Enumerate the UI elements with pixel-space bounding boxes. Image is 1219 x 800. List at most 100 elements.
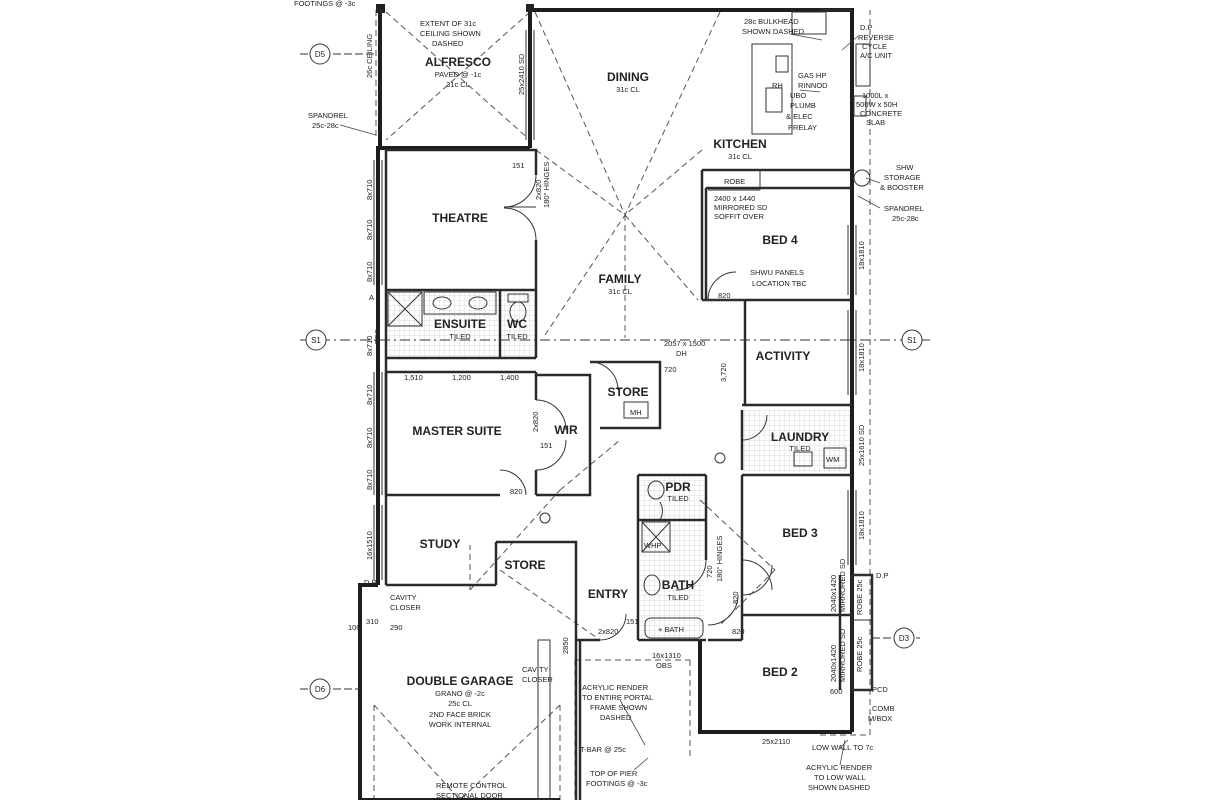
note-spandrel-left-1: SPANDREL <box>308 111 348 120</box>
note-bulkhead-2: SHOWN DASHED <box>742 27 805 36</box>
room-bath: BATH <box>662 578 694 592</box>
note-cavity-1: CAVITY <box>390 593 417 602</box>
note-window-l2: 8x710 <box>365 220 374 240</box>
note-dp-left: D.P <box>364 578 377 587</box>
note-pier-2: FOOTINGS @ -3c <box>586 779 648 788</box>
note-ceiling-extent-1: EXTENT OF 31c <box>420 19 476 28</box>
note-hinges-bath: 180° HINGES <box>715 536 724 582</box>
room-family: FAMILY <box>599 272 642 286</box>
marker-d6-label: D6 <box>315 685 326 694</box>
note-master-w1: 1,510 <box>404 373 423 382</box>
smoke-detector <box>539 512 551 524</box>
smoke-detector-2 <box>714 452 726 464</box>
note-shw-2: STORAGE <box>884 173 921 182</box>
bath-tiles <box>640 520 704 640</box>
marker-s1-right-label: S1 <box>907 336 917 345</box>
note-robe-bed3: ROBE 25c <box>855 579 864 615</box>
note-shwu-2: LOCATION TBC <box>752 279 807 288</box>
note-820-bed4: 820 <box>718 291 731 300</box>
room-store-2: STORE <box>504 558 545 572</box>
note-reverse-3: A/C UNIT <box>860 51 893 60</box>
note-window-l6: 8x710 <box>365 470 374 490</box>
note-820-bed2: 820 <box>732 627 745 636</box>
note-hinges-top: 180° HINGES <box>542 162 551 208</box>
note-cavity-4: CLOSER <box>522 675 553 684</box>
room-pdr: PDR <box>665 480 691 494</box>
note-low-wall: LOW WALL TO 7c <box>812 743 874 752</box>
note-render-right-3: SHOWN DASHED <box>808 783 871 792</box>
note-window-top: 25x2410 SD <box>517 53 526 95</box>
marker-d5-label: D5 <box>315 50 326 59</box>
note-render-right-2: TO LOW WALL <box>814 773 866 782</box>
note-mir-bed2-2: MIRRORED SD <box>838 628 847 682</box>
ac-unit <box>855 43 871 87</box>
note-wm: WM <box>826 455 839 464</box>
room-garage-note: GRANO @ -2c <box>435 689 485 698</box>
note-820-bed3: 820 <box>731 591 740 604</box>
note-door-2x820: 2x820 <box>534 180 543 200</box>
note-bath-tub: + BATH <box>658 625 684 634</box>
room-activity: ACTIVITY <box>756 349 811 363</box>
note-shw-3: & BOOSTER <box>880 183 924 192</box>
room-dining: DINING <box>607 70 649 84</box>
robe-bed3 <box>851 574 873 621</box>
room-family-ceiling: 31c CL <box>608 287 632 296</box>
note-pcd: PCD <box>872 685 888 694</box>
note-2850: 2850 <box>561 637 570 654</box>
note-remote-1: REMOTE CONTROL <box>436 781 507 790</box>
note-820-master: 820 <box>510 487 523 496</box>
note-spandrel-left-2: 25c-28c <box>312 121 339 130</box>
note-spandrel-right-2: 25c-28c <box>892 214 919 223</box>
room-wc: WC <box>507 317 527 331</box>
room-garage-note-2: 2ND FACE BRICK <box>429 710 491 719</box>
note-master-w2: 1,200 <box>452 373 471 382</box>
note-gas-4: PLUMB <box>790 101 816 110</box>
note-gas-5: & ELEC <box>786 112 813 121</box>
marker-s1-left <box>305 329 327 351</box>
note-whp: WHP <box>644 541 662 550</box>
note-3720: 3,720 <box>719 363 728 382</box>
note-window-la: A <box>369 293 374 302</box>
note-reverse-1: REVERSE <box>858 33 894 42</box>
note-mh: MH <box>630 408 642 417</box>
laundry-wm <box>823 447 847 469</box>
room-dining-ceiling: 31c CL <box>616 85 640 94</box>
note-mir-bed3-1: 2040x1420 <box>829 575 838 612</box>
room-laundry: LAUNDRY <box>771 430 829 444</box>
window-marks <box>373 30 857 580</box>
note-render-4: DASHED <box>600 713 632 722</box>
room-ensuite: ENSUITE <box>434 317 486 331</box>
laundry-tiles <box>742 410 850 472</box>
note-window-l8: 16x1510 <box>365 531 374 560</box>
garage-posts <box>537 639 551 800</box>
note-window-r4: 18x1810 <box>857 511 866 540</box>
marker-d6 <box>309 678 331 700</box>
room-kitchen-ceiling: 31c CL <box>728 152 752 161</box>
alfresco-posts <box>376 4 534 13</box>
room-master-suite: MASTER SUITE <box>412 424 501 438</box>
dashed-lines <box>373 10 871 800</box>
marker-d3-label: D3 <box>899 634 910 643</box>
kitchen-bench <box>751 43 793 135</box>
note-dp-right: D.P <box>876 571 889 580</box>
note-mir-bed2-1: 2040x1420 <box>829 645 838 682</box>
room-bed4: BED 4 <box>762 233 798 247</box>
note-dim-100: 100 <box>348 623 361 632</box>
note-comb-1: COMB <box>872 704 895 713</box>
note-mirror-1: 2400 x 1440 <box>714 194 755 203</box>
note-render-right-1: ACRYLIC RENDER <box>806 763 873 772</box>
door-swings <box>499 174 773 641</box>
room-laundry-note: TILED <box>789 444 811 453</box>
bath-toilet <box>643 574 661 596</box>
pdr-tiles <box>640 478 704 520</box>
marker-s1-right <box>901 329 923 351</box>
note-slab-3: CONCRETE <box>860 109 902 118</box>
note-render-1: ACRYLIC RENDER <box>582 683 649 692</box>
note-shw-1: SHW <box>896 163 914 172</box>
note-window-l5: 8x710 <box>365 428 374 448</box>
bathtub <box>644 617 704 639</box>
marker-d5 <box>309 43 331 65</box>
note-master-w3: 1,400 <box>500 373 519 382</box>
note-reverse-2: CYCLE <box>862 42 887 51</box>
